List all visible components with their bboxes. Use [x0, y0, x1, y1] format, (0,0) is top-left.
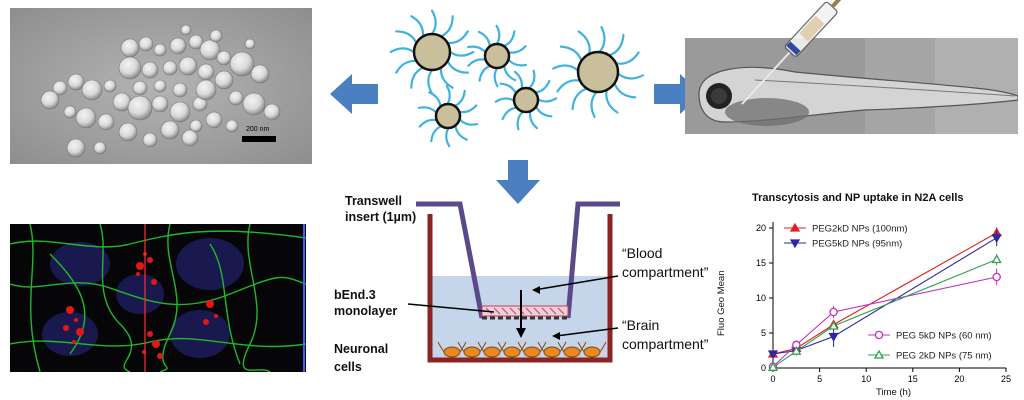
data-point — [991, 234, 1002, 244]
pegylated-nanoparticle — [552, 26, 644, 118]
y-tick-label: 10 — [756, 293, 766, 303]
zebrafish-larva-image — [685, 38, 1018, 134]
insert-wall-right — [565, 201, 620, 319]
y-tick-label: 5 — [761, 328, 766, 338]
data-point — [874, 330, 884, 340]
x-tick-label: 0 — [770, 374, 775, 384]
x-tick-label: 5 — [817, 374, 822, 384]
brain-compartment-label: “Brain compartment” — [622, 317, 709, 352]
scale-bar — [242, 136, 276, 142]
data-point — [992, 272, 1001, 282]
confocal-cells-image — [10, 224, 306, 372]
data-point — [991, 254, 1002, 264]
pegylated-nanoparticle — [494, 69, 558, 131]
pegylated-nanoparticle — [417, 84, 479, 148]
x-tick-label: 20 — [954, 374, 964, 384]
legend-label: PEG2kD NPs (100nm) — [812, 224, 908, 235]
chart-xlabel: Time (h) — [876, 387, 912, 398]
series-peg-2kd-nps-75-nm- — [767, 253, 1002, 371]
series-line — [772, 232, 997, 355]
legend-entry: PEG2kD NPs (100nm) — [784, 222, 908, 235]
pegylated-nanoparticle — [467, 24, 527, 88]
chart-title: Transcytosis and NP uptake in N2A cells — [752, 192, 964, 204]
data-point — [828, 332, 839, 342]
pegylated-nanoparticle — [389, 9, 475, 95]
legend-entry: PEG5kD NPs (95nm) — [784, 239, 902, 250]
tem-nanoparticles-image — [10, 8, 312, 164]
tem-image-panel: 200 nm — [10, 8, 312, 164]
neuronal-cells-label: Neuronal cells — [334, 342, 389, 374]
monolayer-label: bEnd.3 monolayer — [334, 288, 398, 318]
data-point — [767, 350, 779, 360]
y-tick-label: 15 — [756, 258, 766, 268]
data-point — [873, 349, 885, 359]
series-line — [772, 258, 997, 368]
legend-label: PEG 5kD NPs (60 nm) — [896, 331, 992, 342]
transwell-insert-label: Transwell insert (1µm) — [345, 194, 417, 224]
series-line — [772, 237, 997, 355]
x-tick-label: 15 — [908, 374, 918, 384]
well-wall — [427, 214, 613, 363]
series-line — [772, 276, 997, 368]
data-point — [789, 222, 801, 232]
data-point — [767, 361, 779, 371]
confocal-image-panel — [10, 224, 306, 372]
insert-wall-left — [416, 201, 485, 319]
legend-entry: PEG 5kD NPs (60 nm) — [868, 331, 992, 342]
x-tick-label: 25 — [1001, 374, 1011, 384]
blood-compartment-label: “Blood compartment” — [622, 245, 709, 280]
x-tick-label: 10 — [861, 374, 871, 384]
legend-label: PEG5kD NPs (95nm) — [812, 239, 902, 250]
legend-entry: PEG 2kD NPs (75 nm) — [868, 349, 992, 362]
data-point — [789, 239, 801, 249]
scale-bar-label: 200 nm — [246, 126, 270, 133]
y-tick-label: 20 — [756, 223, 766, 233]
data-point — [829, 307, 838, 317]
legend-label: PEG 2kD NPs (75 nm) — [896, 351, 992, 362]
left-arrow — [330, 74, 378, 114]
data-point — [828, 320, 839, 330]
y-tick-label: 0 — [761, 363, 766, 373]
zebrafish-injection-panel — [685, 38, 1018, 134]
chart-ylabel: Fluo Geo Mean — [716, 270, 727, 336]
down-arrow — [496, 160, 540, 204]
data-point — [791, 345, 802, 355]
